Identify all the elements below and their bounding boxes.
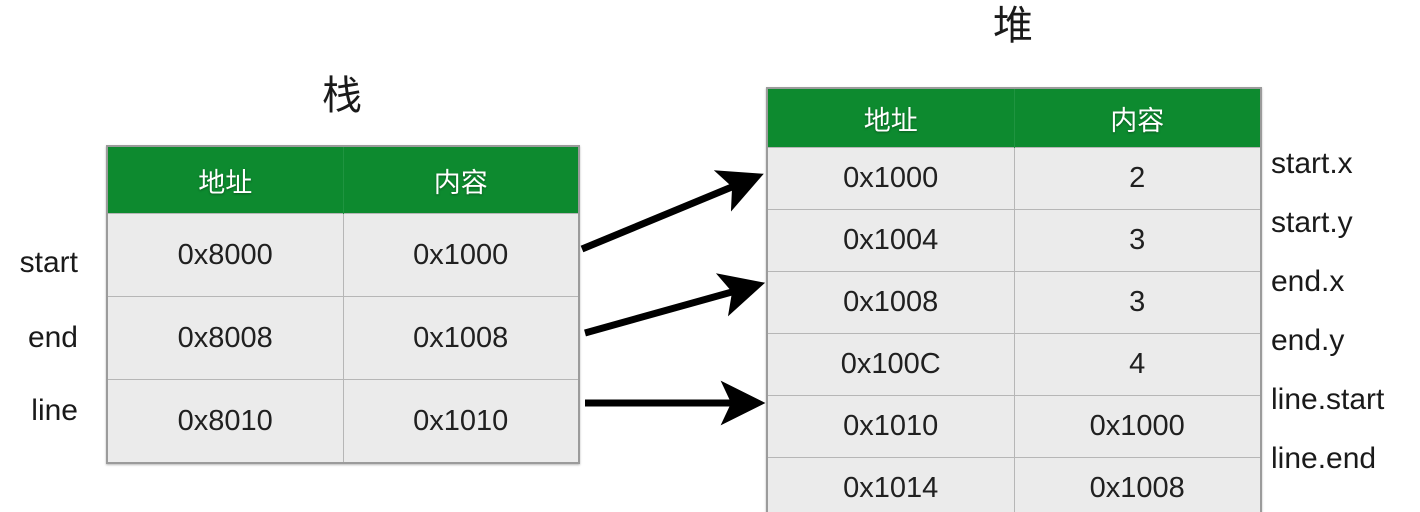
stack-header-address: 地址 <box>107 146 344 214</box>
table-row: 0x8008 0x1008 <box>107 296 579 380</box>
heap-header-content: 内容 <box>1014 88 1261 148</box>
heap-cell-content: 3 <box>1014 209 1261 272</box>
table-row: 0x1008 3 <box>767 271 1261 334</box>
heap-section-title: 堆 <box>993 3 1033 49</box>
stack-cell-content: 0x1000 <box>343 213 579 297</box>
heap-memory-table: 地址 内容 0x1000 2 0x1004 3 0x1008 3 0x100C … <box>766 87 1262 512</box>
heap-cell-address: 0x1014 <box>767 457 1015 512</box>
heap-cell-content: 3 <box>1014 271 1261 334</box>
stack-label-end: end <box>27 321 78 354</box>
heap-label-start-x: start.x <box>1271 147 1353 180</box>
heap-label-line-end: line.end <box>1271 442 1377 475</box>
table-row: 0x1014 0x1008 <box>767 457 1261 512</box>
stack-label-start: start <box>19 246 78 279</box>
heap-cell-address: 0x1010 <box>767 395 1015 458</box>
heap-label-end-x: end.x <box>1271 265 1345 298</box>
table-row: 0x8010 0x1010 <box>107 379 579 463</box>
heap-cell-address: 0x1008 <box>767 271 1015 334</box>
table-row: 0x1000 2 <box>767 147 1261 210</box>
table-row: 0x8000 0x1000 <box>107 213 579 297</box>
stack-cell-address: 0x8000 <box>107 213 344 297</box>
heap-header-address: 地址 <box>767 88 1015 148</box>
arrow-start-to-heap <box>580 170 764 253</box>
heap-label-line-start: line.start <box>1271 383 1385 416</box>
stack-cell-address: 0x8008 <box>107 296 344 380</box>
heap-cell-address: 0x1004 <box>767 209 1015 272</box>
table-row: 0x1010 0x1000 <box>767 395 1261 458</box>
table-row: 0x100C 4 <box>767 333 1261 396</box>
stack-cell-content: 0x1008 <box>343 296 579 380</box>
heap-label-end-y: end.y <box>1271 324 1345 357</box>
heap-cell-content: 4 <box>1014 333 1261 396</box>
heap-cell-content: 0x1000 <box>1014 395 1261 458</box>
arrow-end-to-heap <box>584 273 766 337</box>
stack-cell-address: 0x8010 <box>107 379 344 463</box>
stack-section-title: 栈 <box>322 73 362 119</box>
stack-memory-table: 地址 内容 0x8000 0x1000 0x8008 0x1008 0x8010… <box>106 145 580 464</box>
heap-cell-address: 0x1000 <box>767 147 1015 210</box>
stack-cell-content: 0x1010 <box>343 379 579 463</box>
stack-header-content: 内容 <box>343 146 579 214</box>
heap-cell-address: 0x100C <box>767 333 1015 396</box>
stack-table-header-row: 地址 内容 <box>107 146 579 214</box>
heap-cell-content: 2 <box>1014 147 1261 210</box>
heap-cell-content: 0x1008 <box>1014 457 1261 512</box>
table-row: 0x1004 3 <box>767 209 1261 272</box>
stack-label-line: line <box>31 394 78 427</box>
heap-table-header-row: 地址 内容 <box>767 88 1261 148</box>
heap-label-start-y: start.y <box>1271 206 1353 239</box>
